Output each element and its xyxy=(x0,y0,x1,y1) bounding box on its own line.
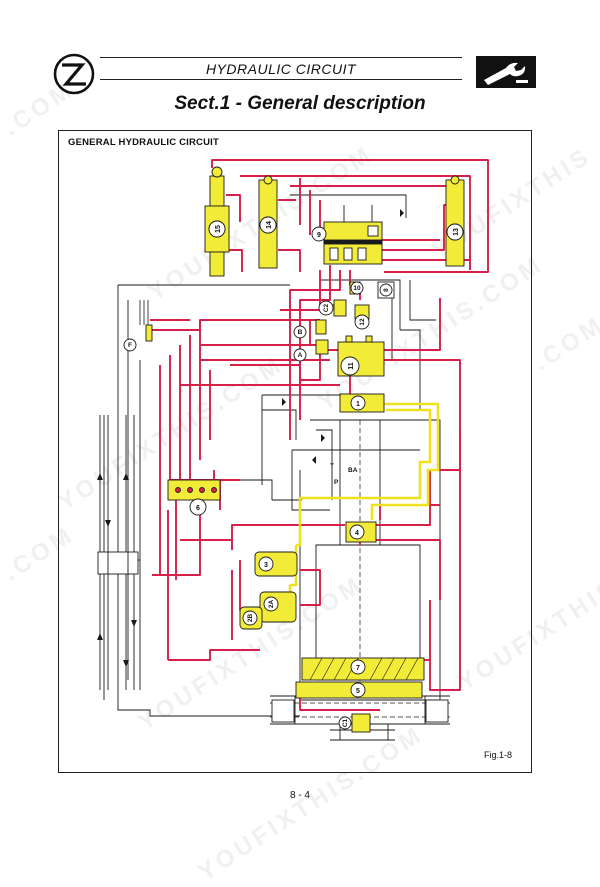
valve-blocks xyxy=(145,221,425,733)
hydraulic-diagram: 15 14 13 9 10 8 C2 12 B A 11 F 1 6 4 3 2… xyxy=(97,159,489,741)
component-label: 10 xyxy=(353,285,361,292)
watermark: .COM xyxy=(528,310,600,377)
component-label: 8 xyxy=(383,288,390,292)
component-labels: 15 14 13 9 10 8 C2 12 B A 11 F 1 6 4 3 2… xyxy=(128,221,460,727)
component-label: 2A xyxy=(268,600,275,609)
sensor-stack xyxy=(139,300,149,325)
section-title: Sect.1 - General description xyxy=(174,93,426,114)
port-label: BA xyxy=(348,467,358,474)
chapter-title: HYDRAULIC CIRCUIT xyxy=(205,61,357,77)
company-logo-icon xyxy=(53,53,95,95)
component-label: F xyxy=(128,342,132,349)
component-label: 5 xyxy=(356,688,360,695)
component-label: 14 xyxy=(266,221,273,229)
figure-number: Fig.1-8 xyxy=(484,750,513,760)
figure-title: GENERAL HYDRAULIC CIRCUIT xyxy=(68,137,220,148)
component-label: 1 xyxy=(356,401,360,408)
cylinder-13 xyxy=(445,175,465,267)
page-number: 8 - 4 xyxy=(289,790,310,801)
component-label: A xyxy=(298,352,303,359)
component-label: 4 xyxy=(355,530,359,537)
component-label: 7 xyxy=(356,665,360,672)
component-label: C1 xyxy=(342,718,349,727)
figure-frame xyxy=(58,130,532,773)
component-label: B xyxy=(298,329,303,336)
component-label: 2B xyxy=(247,614,254,623)
component-label: C2 xyxy=(323,303,330,312)
component-label: 6 xyxy=(196,505,200,512)
component-label: 9 xyxy=(317,232,321,239)
yellow-steering-lines xyxy=(280,402,440,598)
component-label: 12 xyxy=(359,318,366,326)
axle-wheels xyxy=(271,699,449,723)
component-label: 3 xyxy=(264,562,268,569)
port-label: T xyxy=(330,463,334,470)
component-label: 11 xyxy=(348,362,355,370)
component-label: 13 xyxy=(453,228,460,236)
flow-arrows xyxy=(97,209,404,667)
left-hitch xyxy=(97,551,139,575)
header-rule-top xyxy=(100,57,462,58)
component-markers xyxy=(123,216,464,730)
wrench-icon xyxy=(476,56,536,88)
component-label: 15 xyxy=(215,225,222,233)
header-rule-bottom xyxy=(100,79,462,80)
port-label: P xyxy=(334,479,339,486)
